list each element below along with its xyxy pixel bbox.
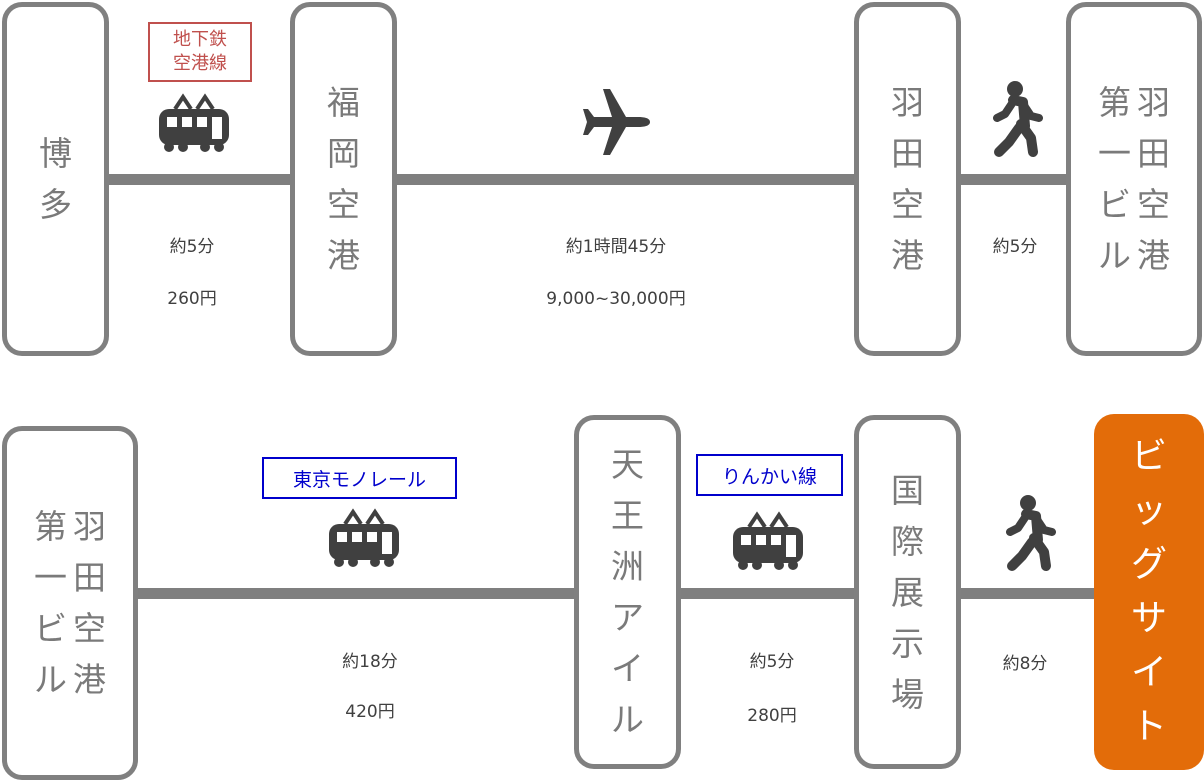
station-char: ビ <box>1130 436 1167 477</box>
station-char: 福 <box>327 83 360 122</box>
travel-time: 約5分 <box>992 237 1038 257</box>
station-char: 第 <box>34 507 67 546</box>
station-char: ビ <box>1098 185 1131 224</box>
fare: 260円 <box>167 289 217 309</box>
station-char: グ <box>1130 544 1167 585</box>
station-char: 第 <box>1098 83 1131 122</box>
travel-time: 約1時間45分 <box>565 237 667 257</box>
travel-time: 約8分 <box>1002 654 1048 674</box>
station-char: 田 <box>891 134 924 173</box>
line-name-text: 空港線 <box>173 53 227 74</box>
station-name-line: 羽 田 空 港 <box>1137 77 1170 281</box>
line-name-badge: りんかい線 <box>696 454 843 496</box>
station-char: ビ <box>34 609 67 648</box>
line-name-text: 地下鉄 <box>173 29 227 50</box>
station-char: イ <box>611 649 644 688</box>
station-char: ル <box>1098 236 1131 275</box>
airplane-icon <box>583 89 650 155</box>
station-char: 示 <box>891 623 924 663</box>
station-char: 羽 <box>73 507 106 546</box>
station-hakata: 博 多 <box>2 2 109 356</box>
station-char: 博 <box>39 134 72 173</box>
station-char: 多 <box>39 185 72 224</box>
station-char: 空 <box>1137 185 1170 224</box>
station-big-sight: ビ ッ グ サ イ ト <box>1094 414 1204 770</box>
station-char: 空 <box>891 185 924 224</box>
station-char: 羽 <box>891 83 924 122</box>
station-char: ル <box>34 660 67 699</box>
station-name-line: 羽 田 空 港 <box>73 501 106 705</box>
station-char: 羽 <box>1137 83 1170 122</box>
station-char: 天 <box>611 445 644 484</box>
station-char: 展 <box>891 572 924 612</box>
walking-person-icon <box>1006 495 1056 571</box>
walking-person-icon <box>993 81 1043 157</box>
station-char: 空 <box>327 185 360 224</box>
train-icon <box>733 511 803 570</box>
station-char: ア <box>611 598 644 637</box>
travel-time: 約5分 <box>169 237 215 257</box>
station-fukuoka-airport: 福 岡 空 港 <box>290 2 397 356</box>
station-name: 羽 田 空 港 <box>891 77 924 281</box>
station-haneda-terminal-1: 第 一 ビ ル 羽 田 空 港 <box>2 426 138 780</box>
station-name-line: 第 一 ビ ル <box>1098 77 1131 281</box>
station-char: 岡 <box>327 134 360 173</box>
station-char: 洲 <box>611 547 644 586</box>
station-name: ビ ッ グ サ イ ト <box>1131 430 1167 754</box>
station-char: イ <box>1130 652 1167 693</box>
fare: 420円 <box>345 702 395 722</box>
travel-time: 約18分 <box>342 652 398 672</box>
route-line <box>100 174 1075 185</box>
line-name-badge: 地下鉄 空港線 <box>148 22 252 82</box>
train-icon <box>159 93 229 152</box>
train-icon <box>329 508 399 567</box>
station-char: サ <box>1130 598 1167 639</box>
station-char: ッ <box>1130 490 1167 531</box>
station-char: 空 <box>73 609 106 648</box>
fare: 280円 <box>747 706 797 726</box>
station-char: 王 <box>611 496 644 535</box>
station-char: 際 <box>891 521 924 561</box>
station-name: 福 岡 空 港 <box>327 77 360 281</box>
station-kokusai-tenjijo: 国 際 展 示 場 <box>854 415 961 769</box>
station-char: 国 <box>891 470 924 510</box>
station-name-line: 第 一 ビ ル <box>34 501 67 705</box>
travel-time: 約5分 <box>749 652 795 672</box>
station-name: 博 多 <box>39 128 72 230</box>
station-char: 田 <box>73 558 106 597</box>
station-tennozu-isle: 天 王 洲 ア イ ル <box>574 415 681 769</box>
station-haneda-terminal-1: 第 一 ビ ル 羽 田 空 港 <box>1066 2 1202 356</box>
station-name: 天 王 洲 ア イ ル <box>611 439 644 745</box>
station-haneda-airport: 羽 田 空 港 <box>854 2 961 356</box>
station-char: 一 <box>34 558 67 597</box>
fare: 9,000~30,000円 <box>546 289 686 309</box>
station-char: 場 <box>891 674 924 714</box>
station-char: 港 <box>73 660 106 699</box>
station-char: ル <box>611 700 644 739</box>
station-char: 港 <box>891 236 924 275</box>
station-char: ト <box>1130 706 1167 747</box>
station-char: 港 <box>1137 236 1170 275</box>
station-char: 港 <box>327 236 360 275</box>
station-char: 一 <box>1098 134 1131 173</box>
line-name-badge: 東京モノレール <box>262 457 457 499</box>
station-name: 国 際 展 示 場 <box>891 465 924 720</box>
station-char: 田 <box>1137 134 1170 173</box>
